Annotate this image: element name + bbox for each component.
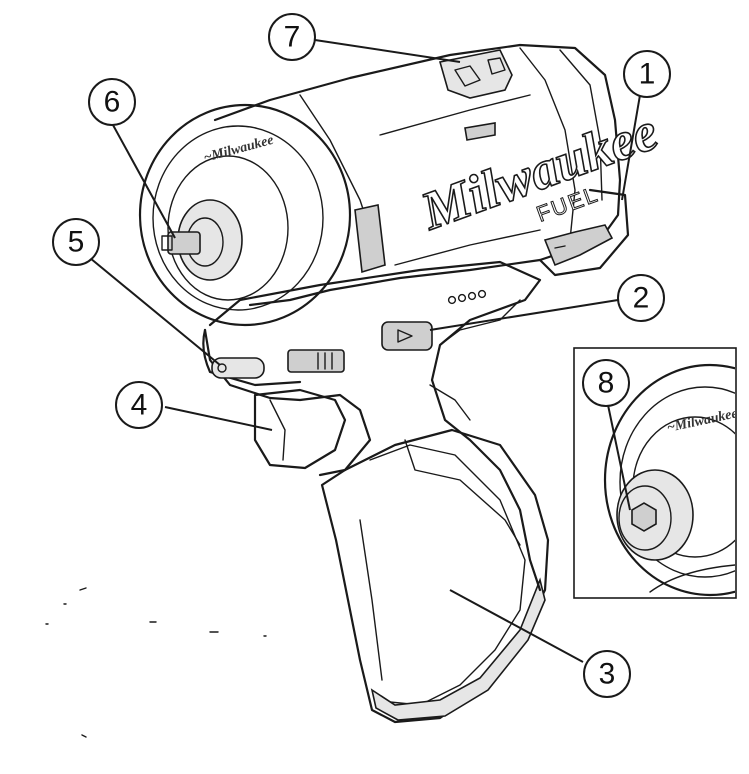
scan-marks <box>45 587 267 738</box>
leader-lines <box>89 39 641 663</box>
callout-6-label: 6 <box>104 86 121 119</box>
leader-8 <box>607 404 631 511</box>
mode-button <box>287 349 345 373</box>
callout-7-label: 7 <box>284 21 301 54</box>
head-brand-text: ~Milwaukee <box>202 133 275 166</box>
callout-6: 6 <box>88 78 136 126</box>
callout-8: 8 <box>582 359 630 407</box>
callout-2: 2 <box>617 274 665 322</box>
belt-clip <box>538 188 630 277</box>
callout-2-label: 2 <box>633 282 650 315</box>
led-light <box>211 357 265 379</box>
callout-4: 4 <box>115 381 163 429</box>
handle-grip <box>320 428 550 724</box>
callout-8-label: 8 <box>598 367 615 400</box>
callout-4-label: 4 <box>131 389 148 422</box>
motor-housing: Milwaukee FUEL <box>213 43 666 307</box>
leader-6 <box>112 124 176 239</box>
forward-reverse-button <box>381 289 487 351</box>
leader-4 <box>164 406 273 431</box>
leader-5 <box>89 257 221 366</box>
front-head: ~Milwaukee <box>138 103 352 327</box>
callout-1-label: 1 <box>639 58 656 91</box>
callout-5: 5 <box>52 218 100 266</box>
leader-3 <box>449 589 584 663</box>
leader-2 <box>429 299 619 331</box>
callout-7: 7 <box>268 13 316 61</box>
leader-1 <box>621 94 641 201</box>
leader-7 <box>314 39 461 63</box>
callout-3: 3 <box>583 650 631 698</box>
callout-5-label: 5 <box>68 226 85 259</box>
trigger <box>253 388 347 470</box>
callout-3-label: 3 <box>599 658 616 691</box>
callout-1: 1 <box>623 50 671 98</box>
